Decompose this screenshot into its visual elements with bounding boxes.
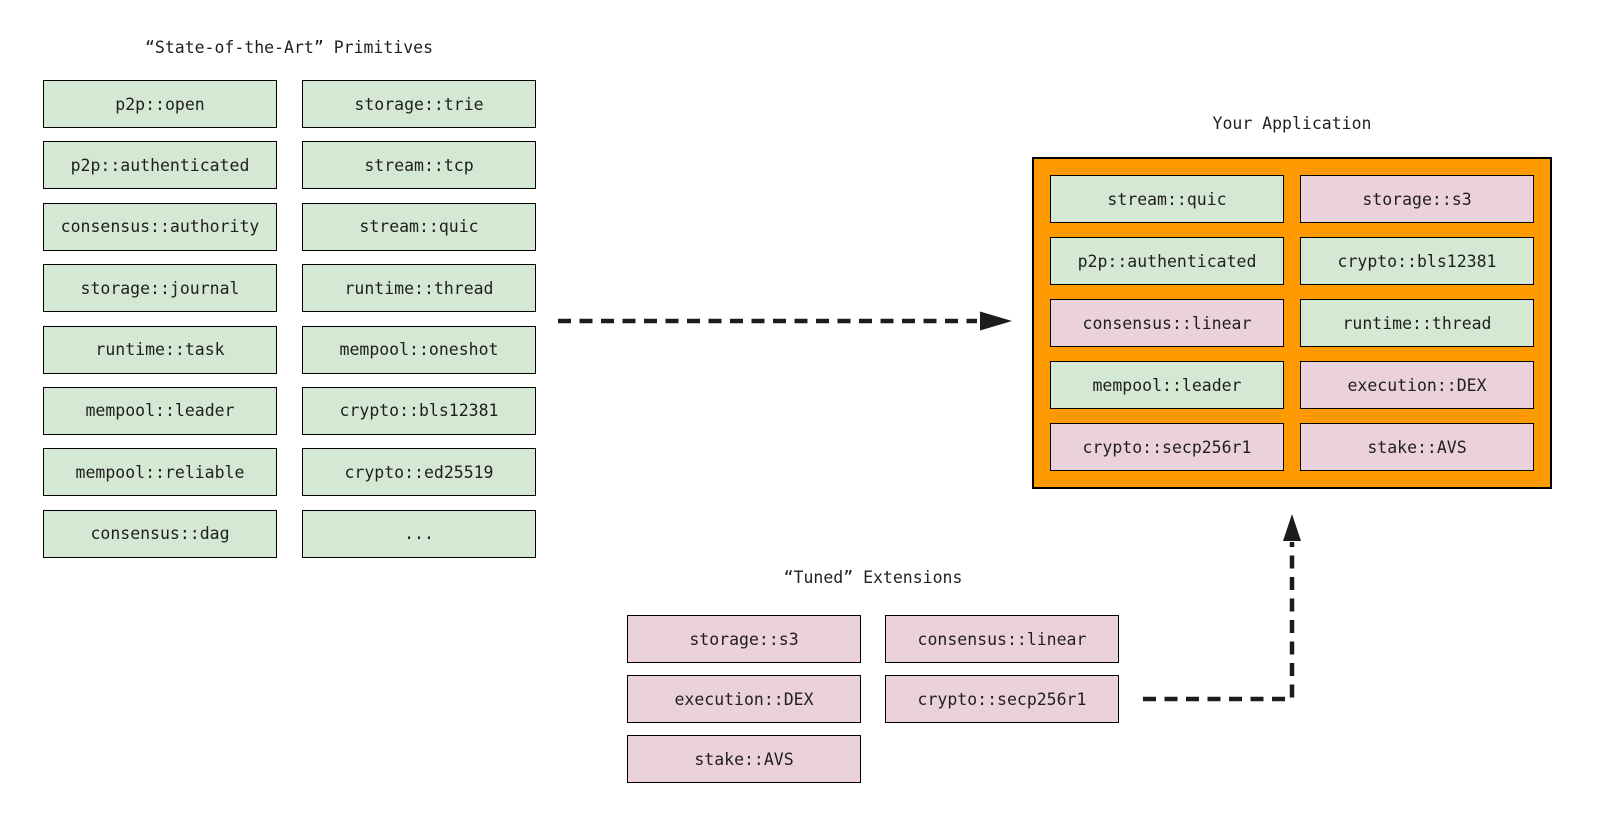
extension-box: consensus::linear (885, 615, 1119, 663)
primitive-box: storage::trie (302, 80, 536, 128)
extensions-column-1: storage::s3 execution::DEX stake::AVS (627, 615, 861, 783)
primitive-box: mempool::leader (43, 386, 277, 435)
primitive-box: stream::quic (302, 202, 536, 251)
application-container: stream::quic storage::s3 p2p::authentica… (1032, 157, 1552, 489)
primitive-box: p2p::authenticated (43, 141, 277, 190)
app-module-box: stream::quic (1050, 175, 1284, 223)
primitive-box: runtime::task (43, 325, 277, 374)
extension-box: stake::AVS (627, 735, 861, 783)
app-module-box: stake::AVS (1300, 423, 1534, 471)
app-module-box: crypto::secp256r1 (1050, 423, 1284, 471)
primitive-box: crypto::ed25519 (302, 448, 536, 497)
app-module-box: crypto::bls12381 (1300, 237, 1534, 285)
extensions-to-application-arrowhead-icon (1283, 514, 1301, 541)
primitive-box: mempool::reliable (43, 448, 277, 497)
app-module-box: storage::s3 (1300, 175, 1534, 223)
primitives-column-2: storage::trie stream::tcp stream::quic r… (302, 80, 536, 558)
primitive-box: consensus::authority (43, 202, 277, 251)
primitive-box: runtime::thread (302, 264, 536, 313)
primitive-box: stream::tcp (302, 141, 536, 190)
extension-box: storage::s3 (627, 615, 861, 663)
primitives-section-title: “State-of-the-Art” Primitives (144, 38, 434, 57)
primitives-to-application-arrowhead-icon (980, 311, 1012, 331)
extensions-to-application-arrow (1143, 514, 1301, 702)
extensions-to-application-arrow-line (1143, 542, 1295, 702)
primitives-to-application-arrow (558, 311, 1012, 331)
primitive-box: crypto::bls12381 (302, 386, 536, 435)
app-module-box: execution::DEX (1300, 361, 1534, 409)
primitive-box: mempool::oneshot (302, 325, 536, 374)
app-module-box: p2p::authenticated (1050, 237, 1284, 285)
primitive-box: p2p::open (43, 80, 277, 128)
app-module-box: runtime::thread (1300, 299, 1534, 347)
application-section-title: Your Application (1212, 114, 1372, 133)
app-module-box: consensus::linear (1050, 299, 1284, 347)
extension-box: execution::DEX (627, 675, 861, 723)
primitive-box-ellipsis: ... (302, 509, 536, 558)
extensions-section-title: “Tuned” Extensions (783, 568, 963, 587)
app-module-box: mempool::leader (1050, 361, 1284, 409)
extension-box: crypto::secp256r1 (885, 675, 1119, 723)
extensions-column-2: consensus::linear crypto::secp256r1 (885, 615, 1119, 723)
primitives-column-1: p2p::open p2p::authenticated consensus::… (43, 80, 277, 558)
primitive-box: consensus::dag (43, 509, 277, 558)
primitive-box: storage::journal (43, 264, 277, 313)
